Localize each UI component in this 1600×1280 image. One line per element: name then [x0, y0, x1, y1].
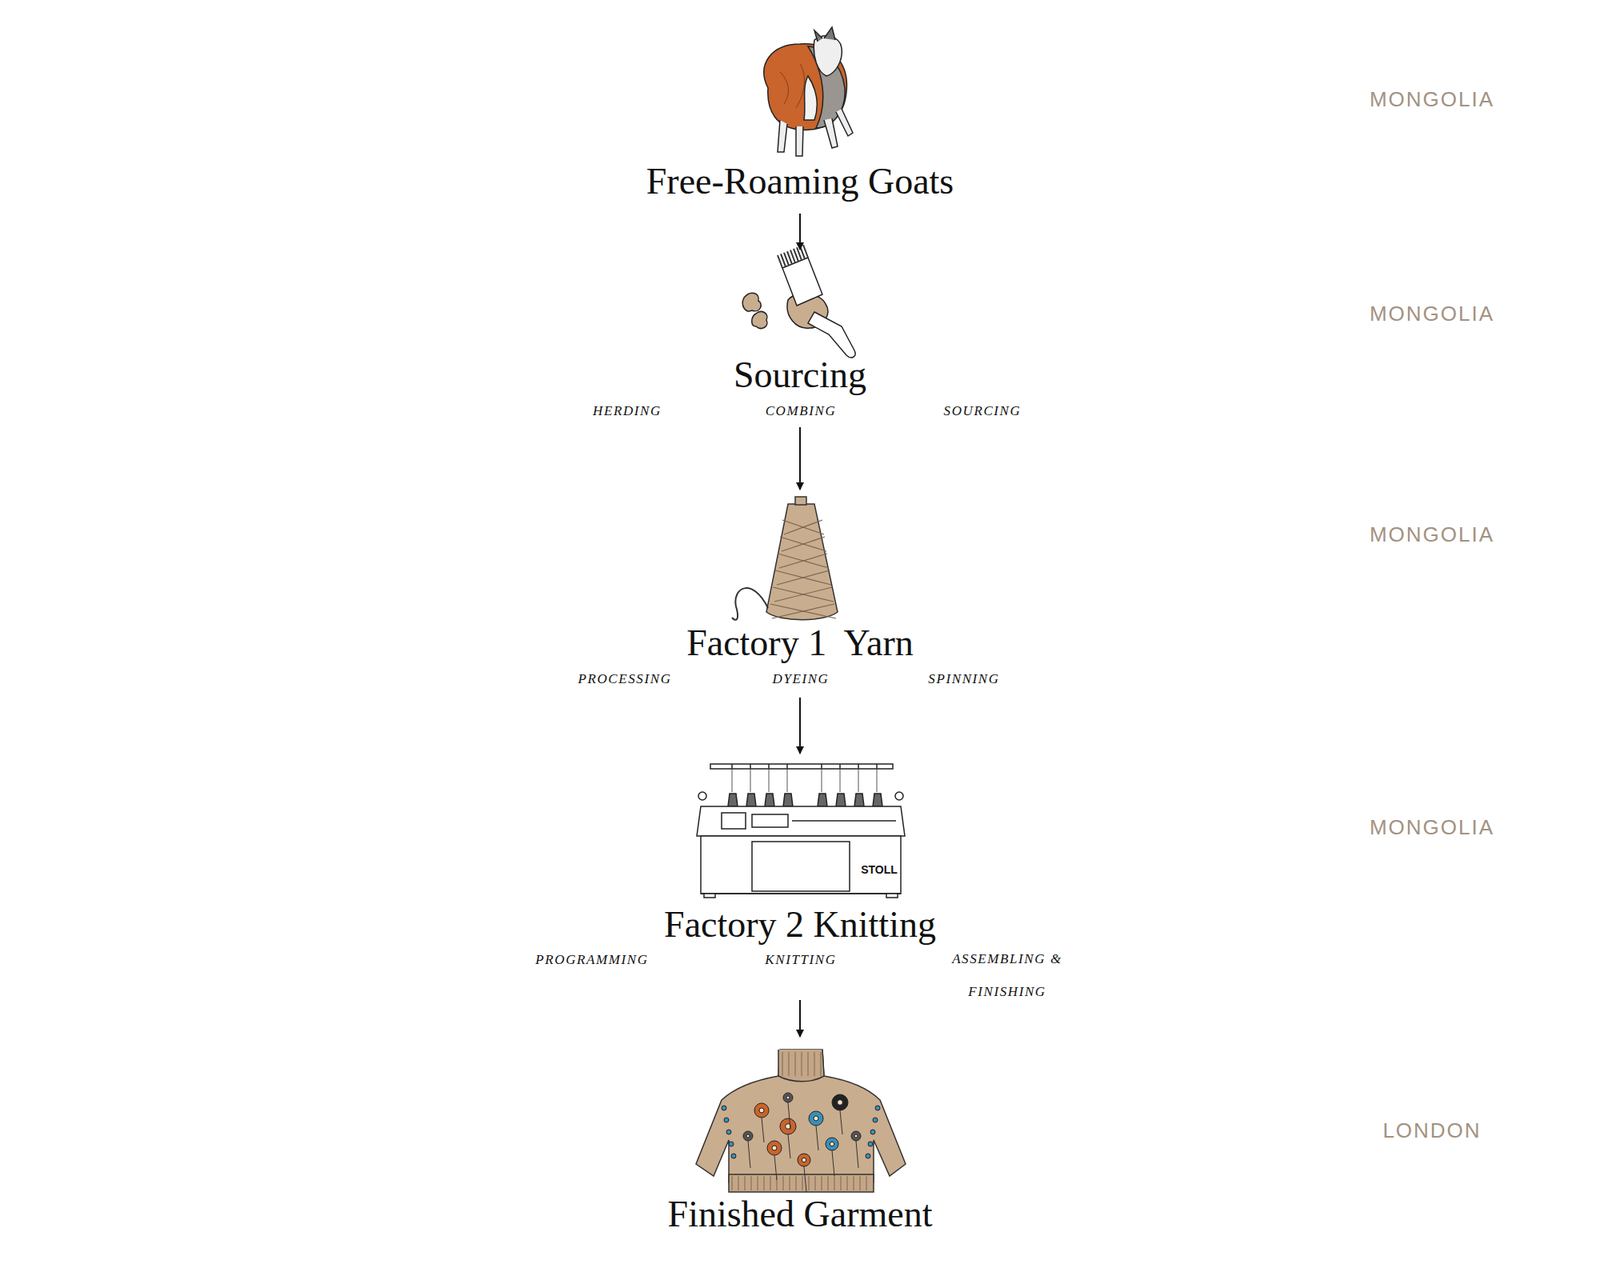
step-label: PROGRAMMING: [512, 943, 672, 976]
stage-title: Sourcing: [400, 351, 1200, 400]
location-label: MONGOLIA: [1328, 815, 1536, 840]
stage-title: Factory 2 Knitting: [400, 900, 1200, 949]
step-label: ASSEMBLING & FINISHING: [937, 942, 1078, 1008]
step-label: SPINNING: [904, 662, 1024, 696]
stage-node: SourcingHERDINGCOMBINGSOURCING: [400, 252, 1200, 424]
step-label: SOURCING: [922, 394, 1043, 428]
stage-node: Finished Garment: [400, 1040, 1200, 1240]
location-label: MONGOLIA: [1328, 522, 1536, 548]
stage-node: Factory 1 YarnPROCESSING DYEING SPINNING: [400, 492, 1200, 695]
stage-title: Free-Roaming Goats: [400, 157, 1200, 206]
stage-title: Factory 1 Yarn: [400, 619, 1200, 668]
step-label: DYEING: [744, 662, 857, 696]
knitting-machine-illustration: [696, 764, 905, 898]
step-label: HERDING: [567, 394, 688, 428]
step-label: PROCESSING: [556, 662, 693, 696]
location-label: LONDON: [1328, 1118, 1536, 1144]
goat-illustration: [764, 27, 853, 156]
flow-arrow: [799, 1000, 801, 1037]
flow-arrow: [799, 427, 801, 490]
location-label: MONGOLIA: [1328, 87, 1536, 112]
machine-brand: STOLL: [860, 863, 898, 876]
flow-arrow: [799, 213, 801, 250]
yarn-cone-illustration: [732, 496, 838, 620]
stage-node: Free-Roaming Goats: [400, 36, 1200, 211]
sweater-illustration: [696, 1049, 906, 1192]
stage-node: Factory 2 KnittingPROGRAMMINGKNITTINGASS…: [400, 756, 1200, 997]
comb-illustration: [742, 244, 856, 358]
stage-title: Finished Garment: [400, 1190, 1200, 1239]
step-label: KNITTING: [740, 943, 861, 976]
step-label: COMBING: [740, 394, 861, 428]
flow-arrow: [799, 697, 801, 754]
location-label: MONGOLIA: [1328, 301, 1536, 327]
